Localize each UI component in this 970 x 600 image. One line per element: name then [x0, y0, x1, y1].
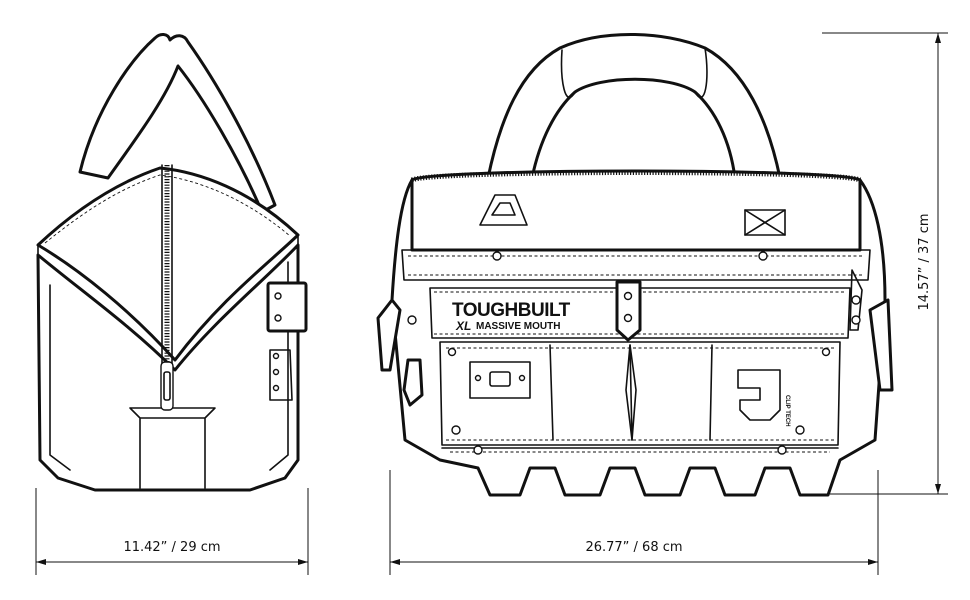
bag-side-view	[36, 33, 308, 492]
brand-name: TOUGHBUILT	[452, 300, 571, 321]
height-label: 14.57” / 37 cm	[917, 213, 932, 310]
brand-model: MASSIVE MOUTH	[476, 321, 560, 332]
brand-tier: XL	[455, 319, 471, 333]
bag-front-view: CLIP TECH TOUGHBUILT XL MASSIVE MOUTH	[376, 33, 894, 497]
side-handle	[78, 33, 277, 214]
width-dimension: 26.77” / 68 cm	[389, 470, 879, 575]
width-label: 26.77” / 68 cm	[585, 540, 682, 555]
clip-tech-logo-icon: CLIP TECH	[737, 369, 790, 427]
clip-tech-label: CLIP TECH	[784, 395, 790, 427]
height-dimension: 14.57” / 37 cm	[822, 32, 948, 495]
depth-dimension: 11.42” / 29 cm	[35, 488, 309, 575]
front-handle	[486, 33, 782, 180]
depth-label: 11.42” / 29 cm	[123, 540, 220, 555]
